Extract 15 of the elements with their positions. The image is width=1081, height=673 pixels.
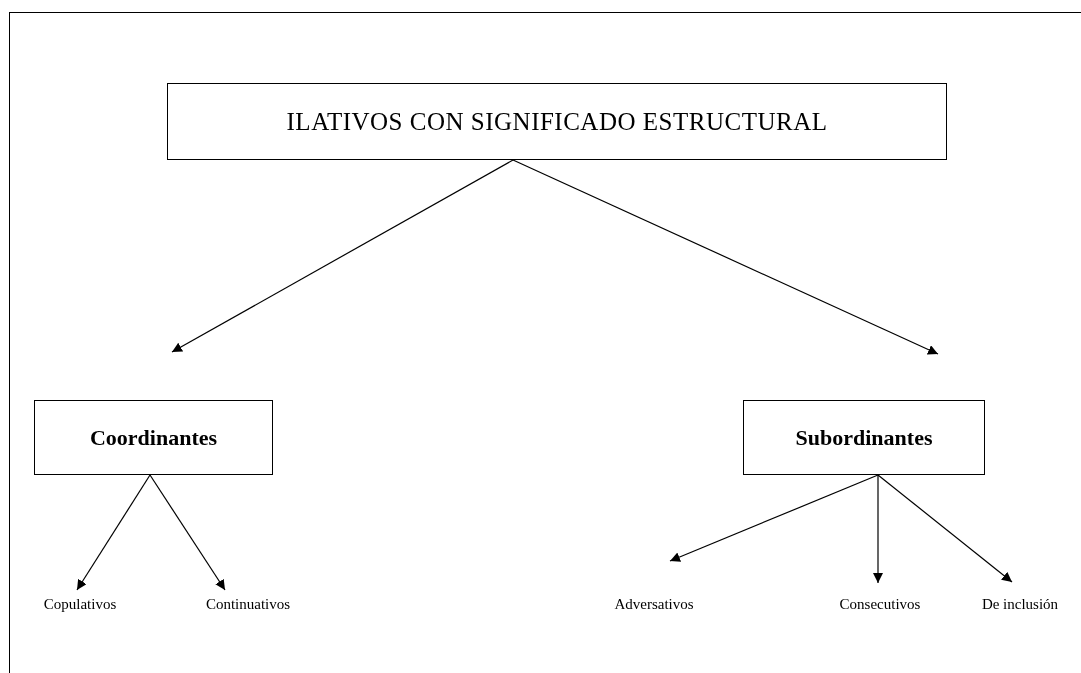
arrow: [669, 474, 879, 562]
arrow: [171, 159, 514, 353]
arrow: [149, 474, 226, 591]
category-box: Coordinantes: [34, 400, 273, 475]
arrow: [512, 159, 939, 355]
category-label: De inclusión: [962, 592, 1078, 616]
category-box: ILATIVOS CON SIGNIFICADO ESTRUCTURAL: [167, 83, 947, 160]
arrow: [877, 474, 1013, 583]
arrow: [873, 474, 883, 584]
category-label: Consecutivos: [820, 592, 940, 616]
category-label: Adversativos: [594, 592, 714, 616]
arrow: [76, 474, 151, 591]
category-label: Copulativos: [22, 592, 138, 616]
category-label: Continuativos: [182, 592, 314, 616]
category-box: Subordinantes: [743, 400, 985, 475]
